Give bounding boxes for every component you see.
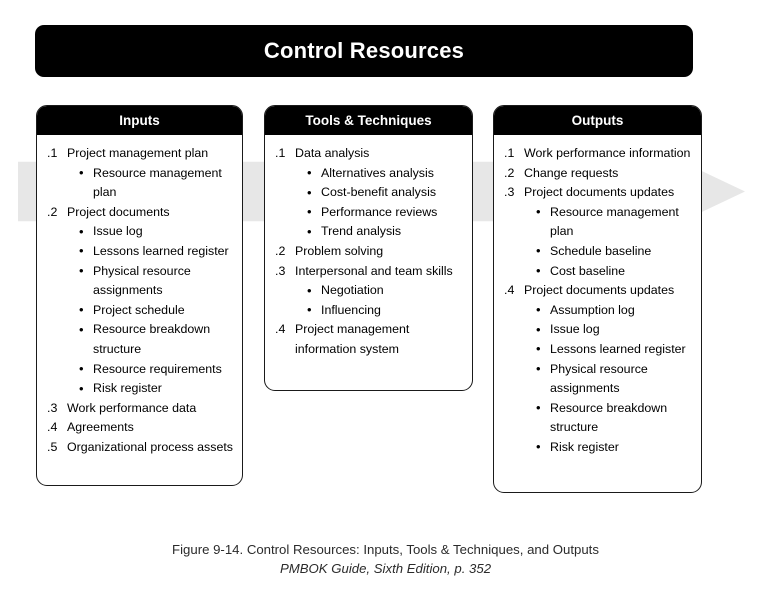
itto-sub-bullet-item: Physical resource assignments <box>536 359 693 399</box>
itto-sub-bullet-item: Assumption log <box>536 300 693 321</box>
itto-item-label: Project documents updates <box>524 185 675 200</box>
itto-item-number: .1 <box>47 146 58 160</box>
itto-sub-bullet-list: Assumption logIssue logLessons learned r… <box>524 300 693 458</box>
figure-caption-title: Figure 9-14. Control Resources: Inputs, … <box>172 542 599 557</box>
inputs-list: .1 Project management planResource manage… <box>47 144 234 458</box>
itto-sub-bullet-list: NegotiationInfluencing <box>295 281 464 320</box>
itto-sub-bullet-item: Risk register <box>79 379 234 399</box>
itto-item-label: Organizational process assets <box>67 439 233 454</box>
itto-sub-bullet-item: Resource breakdown structure <box>79 320 234 359</box>
itto-numbered-item: .2 Change requests <box>504 164 693 184</box>
itto-sub-bullet-list: Resource management plan <box>67 163 234 203</box>
itto-numbered-item: .3 Work performance data <box>47 399 234 419</box>
itto-item-label: Change requests <box>524 165 619 180</box>
itto-sub-bullet-item: Influencing <box>307 300 464 321</box>
column-body-tools-techniques: .1 Data analysisAlternatives analysisCost… <box>265 135 472 368</box>
itto-item-label: Project management information system <box>295 322 410 356</box>
itto-sub-bullet-item: Negotiation <box>307 281 464 301</box>
itto-sub-bullet-item: Performance reviews <box>307 202 464 223</box>
itto-numbered-item: .4 Agreements <box>47 418 234 438</box>
itto-item-number: .4 <box>47 420 58 435</box>
itto-item-label: Work performance information <box>524 146 691 160</box>
itto-sub-bullet-item: Schedule baseline <box>536 241 693 262</box>
itto-item-label: Project documents <box>67 204 170 219</box>
itto-item-number: .2 <box>275 243 286 258</box>
itto-sub-bullet-list: Alternatives analysisCost-benefit analys… <box>295 163 464 242</box>
itto-sub-bullet-item: Lessons learned register <box>536 339 693 360</box>
itto-item-label: Interpersonal and team skills <box>295 263 453 278</box>
figure-caption: Figure 9-14. Control Resources: Inputs, … <box>0 540 771 578</box>
itto-sub-bullet-item: Project schedule <box>79 300 234 321</box>
itto-numbered-item: .1 Data analysisAlternatives analysisCost… <box>275 144 464 242</box>
column-header-inputs: Inputs <box>37 106 242 135</box>
column-header-outputs: Outputs <box>494 106 701 135</box>
itto-sub-bullet-list: Resource management planSchedule baselin… <box>524 202 693 282</box>
itto-item-number: .3 <box>47 400 58 415</box>
itto-sub-bullet-item: Resource requirements <box>79 359 234 380</box>
itto-sub-bullet-list: Issue logLessons learned registerPhysica… <box>67 222 234 398</box>
itto-sub-bullet-item: Trend analysis <box>307 222 464 242</box>
column-outputs: Outputs .1 Work performance information .2… <box>493 105 702 493</box>
itto-item-number: .1 <box>275 146 286 160</box>
itto-sub-bullet-item: Resource breakdown structure <box>536 398 693 438</box>
itto-sub-bullet-item: Alternatives analysis <box>307 163 464 184</box>
itto-item-label: Project management plan <box>67 146 209 160</box>
itto-numbered-item: .3 Project documents updatesResource mana… <box>504 183 693 281</box>
itto-item-number: .3 <box>275 263 286 278</box>
outputs-list: .1 Work performance information .2 Change r… <box>504 144 693 458</box>
itto-numbered-item: .2 Project documentsIssue logLessons lear… <box>47 203 234 399</box>
column-tools-techniques: Tools & Techniques .1 Data analysisAltern… <box>264 105 473 391</box>
itto-item-number: .1 <box>504 146 515 160</box>
column-header-label: Inputs <box>119 112 160 128</box>
column-inputs: Inputs .1 Project management planResource… <box>36 105 243 486</box>
itto-sub-bullet-item: Issue log <box>536 320 693 340</box>
itto-item-number: .2 <box>47 204 58 219</box>
itto-item-label: Data analysis <box>295 146 370 160</box>
itto-item-label: Project documents updates <box>524 283 675 298</box>
process-title-bar: Control Resources <box>35 25 693 77</box>
itto-numbered-item: .1 Work performance information <box>504 144 693 164</box>
itto-item-label: Agreements <box>67 420 134 435</box>
itto-item-number: .5 <box>47 439 58 454</box>
itto-sub-bullet-item: Lessons learned register <box>79 241 234 262</box>
itto-sub-bullet-item: Resource management plan <box>536 202 693 242</box>
itto-sub-bullet-item: Issue log <box>79 222 234 242</box>
itto-item-number: .4 <box>504 283 515 298</box>
figure-caption-source: PMBOK Guide, Sixth Edition, p. 352 <box>279 561 492 576</box>
column-body-outputs: .1 Work performance information .2 Change r… <box>494 135 701 466</box>
itto-sub-bullet-item: Cost baseline <box>536 261 693 282</box>
column-header-label: Tools & Techniques <box>305 112 432 128</box>
itto-numbered-item: .2 Problem solving <box>275 242 464 262</box>
column-header-tools-techniques: Tools & Techniques <box>265 106 472 135</box>
column-body-inputs: .1 Project management planResource manage… <box>37 135 242 466</box>
itto-item-label: Problem solving <box>295 243 384 258</box>
column-header-label: Outputs <box>571 112 624 128</box>
itto-numbered-item: .1 Project management planResource manage… <box>47 144 234 203</box>
itto-numbered-item: .3 Interpersonal and team skillsNegotiati… <box>275 262 464 321</box>
itto-item-label: Work performance data <box>67 400 197 415</box>
itto-item-number: .2 <box>504 165 515 180</box>
itto-item-number: .3 <box>504 185 515 200</box>
itto-sub-bullet-item: Cost-benefit analysis <box>307 183 464 203</box>
itto-sub-bullet-item: Risk register <box>536 437 693 458</box>
itto-numbered-item: .4 Project documents updatesAssumption lo… <box>504 281 693 457</box>
itto-numbered-item: .5 Organizational process assets <box>47 438 234 458</box>
itto-sub-bullet-item: Resource management plan <box>79 163 234 203</box>
tools-techniques-list: .1 Data analysisAlternatives analysisCost… <box>275 144 464 360</box>
process-title: Control Resources <box>263 38 465 63</box>
itto-sub-bullet-item: Physical resource assignments <box>79 261 234 301</box>
itto-numbered-item: .4 Project management information system <box>275 320 464 359</box>
itto-item-number: .4 <box>275 322 286 337</box>
